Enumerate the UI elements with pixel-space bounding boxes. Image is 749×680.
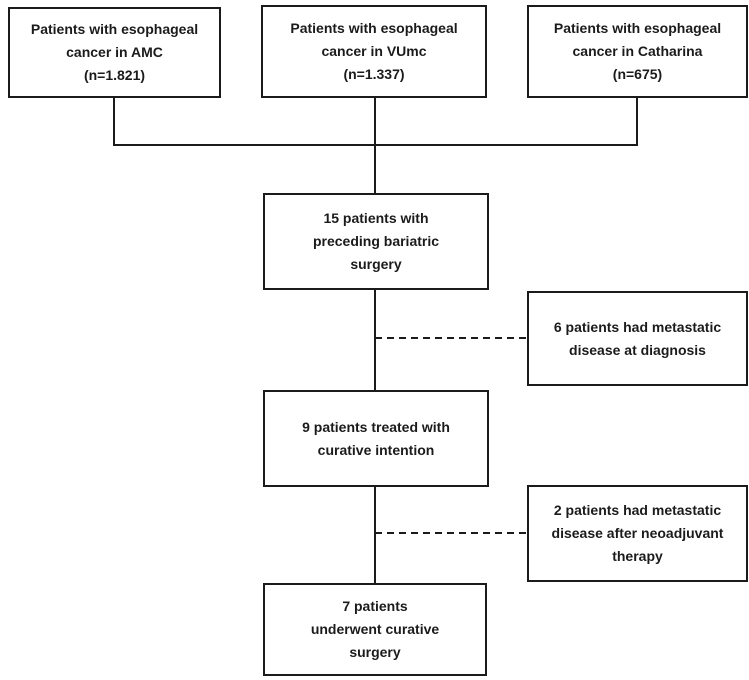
box-patients-vumc: Patients with esophageal cancer in VUmc … bbox=[261, 5, 487, 98]
box-curative-intention-text: 9 patients treated with curative intenti… bbox=[302, 418, 450, 458]
box-metastatic-after-neoadjuvant-text: 2 patients had metastatic disease after … bbox=[551, 502, 724, 564]
box-patients-amc: Patients with esophageal cancer in AMC (… bbox=[8, 7, 221, 98]
box-metastatic-after-neoadjuvant: 2 patients had metastatic disease after … bbox=[527, 485, 748, 582]
box-patients-vumc-text: Patients with esophageal cancer in VUmc … bbox=[290, 20, 458, 82]
box-preceding-bariatric-surgery: 15 patients with preceding bariatric sur… bbox=[263, 193, 489, 290]
box-preceding-bariatric-surgery-text: 15 patients with preceding bariatric sur… bbox=[312, 210, 440, 272]
box-curative-surgery: 7 patients underwent curative surgery bbox=[263, 583, 487, 676]
box-metastatic-at-diagnosis: 6 patients had metastatic disease at dia… bbox=[527, 291, 748, 386]
box-metastatic-at-diagnosis-text: 6 patients had metastatic disease at dia… bbox=[553, 318, 722, 358]
box-curative-surgery-text: 7 patients underwent curative surgery bbox=[310, 598, 440, 660]
box-patients-catharina: Patients with esophageal cancer in Catha… bbox=[527, 5, 748, 98]
box-patients-amc-text: Patients with esophageal cancer in AMC (… bbox=[30, 21, 199, 83]
box-patients-catharina-text: Patients with esophageal cancer in Catha… bbox=[553, 20, 722, 82]
box-curative-intention: 9 patients treated with curative intenti… bbox=[263, 390, 489, 487]
